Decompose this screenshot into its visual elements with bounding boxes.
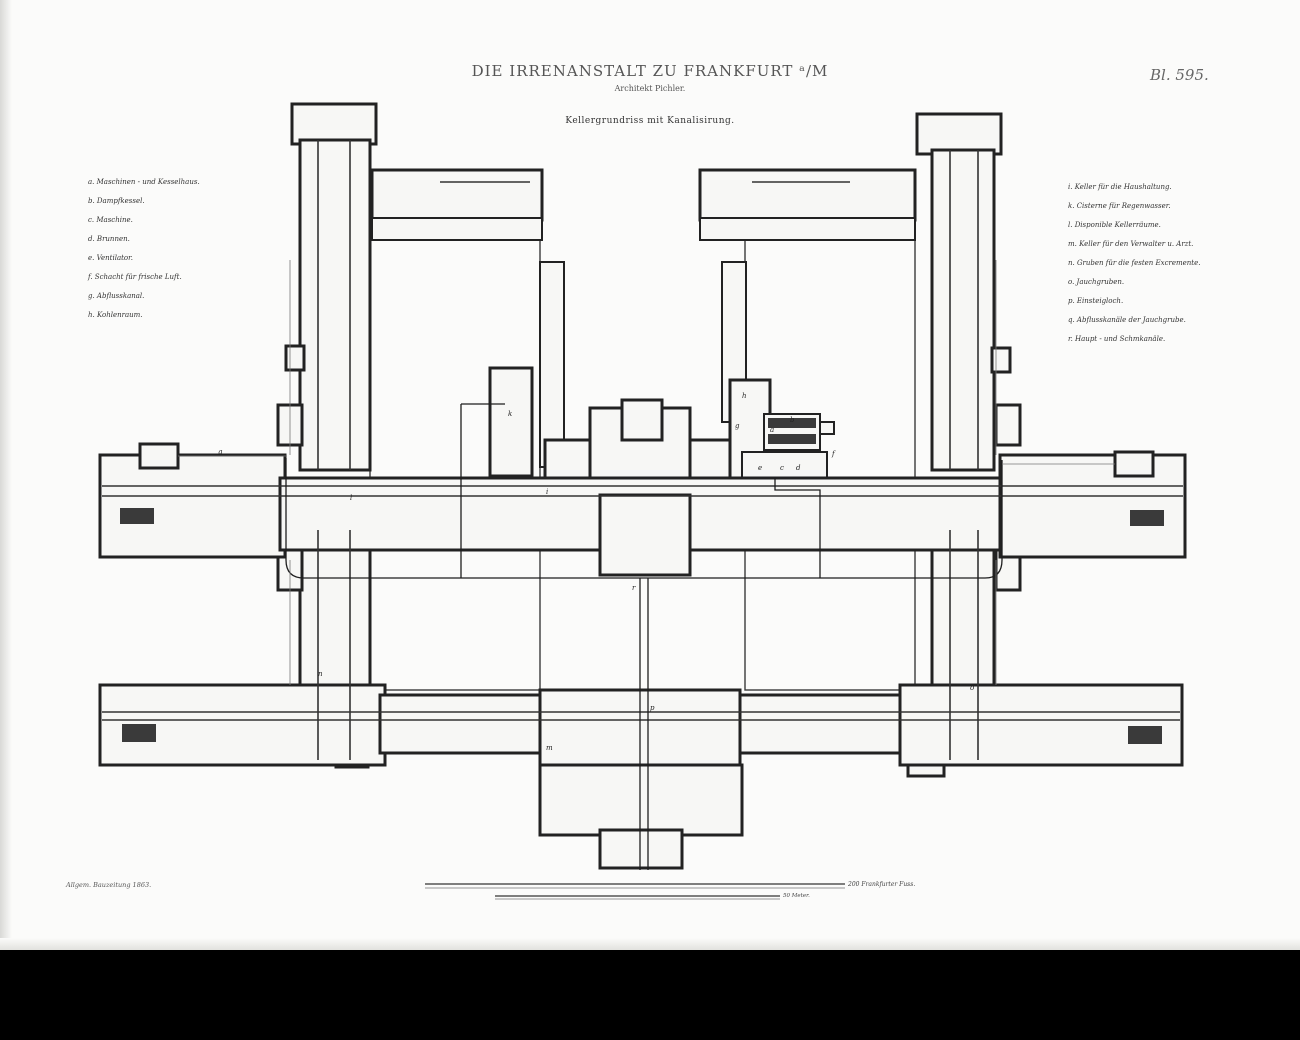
legend-item: m. Keller für den Verwalter u. Arzt.: [1068, 240, 1194, 248]
legend-item: p. Einsteigloch.: [1068, 297, 1124, 305]
plan-label-i: i: [546, 488, 548, 496]
legend-item: r. Haupt - und Schmkanäle.: [1068, 335, 1166, 343]
legend-item: o. Jauchgruben.: [1068, 278, 1125, 286]
plan-label-e: e: [758, 464, 762, 472]
scale-bar: [425, 883, 845, 900]
central-block: [488, 366, 835, 482]
architect-credit: Architekt Pichler.: [614, 84, 686, 93]
drawing-title: DIE IRRENANSTALT ZU FRANKFURT ᵃ/M: [471, 62, 829, 80]
plan-label-r: r: [632, 584, 636, 592]
sheet-bottom-shadow: [0, 938, 1300, 950]
legend-item: i. Keller für die Haushaltung.: [1068, 183, 1172, 191]
legend-item: k. Cisterne für Regenwasser.: [1068, 202, 1171, 210]
legend-item: f. Schacht für frische Luft.: [88, 273, 182, 281]
drawing-subtitle: Kellergrundriss mit Kanalisirung.: [565, 116, 735, 126]
plan-label-k: k: [508, 410, 512, 418]
drawing-sheet: DIE IRRENANSTALT ZU FRANKFURT ᵃ/M Archit…: [0, 0, 1300, 950]
plate-number: Bl. 595.: [1150, 66, 1209, 84]
scale-meter-label: 50 Meter.: [783, 893, 810, 899]
legend-item: q. Abflusskanäle der Jauchgrube.: [1068, 316, 1186, 324]
legend-item: e. Ventilator.: [88, 254, 133, 262]
plan-label-b: b: [790, 416, 795, 424]
legend-left: a. Maschinen - und Kesselhaus. b. Dampfk…: [88, 178, 200, 330]
legend-item: l. Disponible Kellerräume.: [1068, 221, 1161, 229]
bottom-band: [98, 683, 1184, 870]
sheet-edge-shadow: [0, 0, 12, 950]
scale-feet-label: 200 Frankfurter Fuss.: [848, 881, 916, 888]
plan-label-q: q: [218, 448, 223, 456]
legend-item: b. Dampfkessel.: [88, 197, 145, 205]
source-credit: Allgem. Bauzeitung 1863.: [66, 881, 152, 889]
plan-label-o: o: [970, 684, 974, 692]
plan-label-g: g: [735, 422, 740, 430]
plan-label-f: f: [831, 450, 836, 458]
plan-label-n: n: [318, 670, 323, 678]
legend-item: g. Abflusskanal.: [88, 292, 145, 300]
plan-label-m: m: [546, 744, 553, 752]
plan-label-p: p: [650, 704, 655, 712]
room-divisions: [317, 140, 979, 760]
legend-item: c. Maschine.: [88, 216, 133, 224]
plan-label-l: l: [350, 494, 352, 502]
plan-labels: a b c d e f g h i k l m n o p q r: [218, 392, 974, 752]
legend-right: i. Keller für die Haushaltung. k. Cister…: [1068, 183, 1200, 354]
floor-plan: a b c d e f g h i k l m n o p q r: [98, 102, 1187, 900]
legend-item: n. Gruben für die festen Excremente.: [1068, 259, 1201, 267]
cross-corridor: [98, 442, 1187, 577]
plan-label-a: a: [770, 426, 774, 434]
plan-label-c: c: [780, 464, 784, 472]
legend-item: a. Maschinen - und Kesselhaus.: [88, 178, 200, 186]
legend-item: d. Brunnen.: [88, 235, 130, 243]
legend-item: h. Kohlenraum.: [88, 311, 143, 319]
plan-label-d: d: [796, 464, 801, 472]
sewer-system: [178, 260, 1115, 870]
plan-label-h: h: [742, 392, 747, 400]
